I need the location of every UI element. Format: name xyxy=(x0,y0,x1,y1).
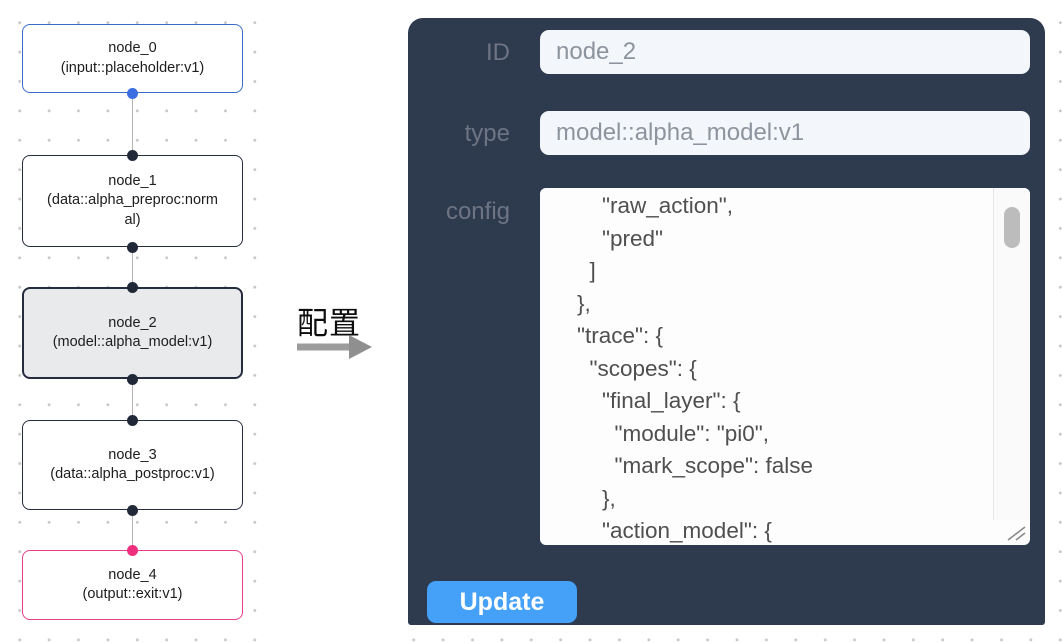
node-subtitle: (output::exit:v1) xyxy=(82,586,183,602)
node-subtitle: (data::alpha_preproc:normal) xyxy=(47,192,218,228)
config-json-text: "raw_action", "pred" ] }, "trace": { "sc… xyxy=(577,193,814,543)
handle-node1-target[interactable] xyxy=(127,149,138,161)
id-input[interactable] xyxy=(540,30,1030,74)
node-subtitle: (input::placeholder:v1) xyxy=(60,59,205,76)
config-scrollbar-thumb[interactable] xyxy=(1004,207,1020,248)
flow-node-node_1[interactable]: node_1 (data::alpha_preproc:normal) xyxy=(22,155,243,247)
update-button[interactable]: Update xyxy=(427,581,577,623)
flow-node-node_2-selected[interactable]: node_2 (model::alpha_model:v1) xyxy=(22,287,243,379)
edge-node3-node4 xyxy=(131,510,134,550)
node-subtitle: (data::alpha_postproc:v1) xyxy=(50,466,215,482)
flow-canvas[interactable]: node_0 (input::placeholder:v1) node_1 (d… xyxy=(0,0,281,643)
type-input[interactable] xyxy=(540,111,1030,155)
node-title: node_3 xyxy=(108,446,157,463)
handle-node4-target[interactable] xyxy=(127,544,138,556)
id-label: ID xyxy=(486,39,510,66)
handle-node1-source[interactable] xyxy=(127,241,138,253)
flow-node-node_4[interactable]: node_4 (output::exit:v1) xyxy=(22,550,243,620)
edge-node1-node2 xyxy=(131,247,134,287)
config-label: config xyxy=(445,198,510,225)
transfer-annotation-label: 配置 xyxy=(297,306,361,341)
panel-canvas: ID type config "raw_action", "pred" ] },… xyxy=(392,0,1062,643)
config-scrollbar-track[interactable] xyxy=(993,188,1030,520)
arrow-right-icon xyxy=(297,335,372,359)
flow-node-node_3[interactable]: node_3 (data::alpha_postproc:v1) xyxy=(22,420,243,510)
edge-node0-node1 xyxy=(131,93,134,155)
resize-handle-icon[interactable] xyxy=(1004,523,1028,543)
handle-node2-source[interactable] xyxy=(127,373,138,385)
handle-node3-target[interactable] xyxy=(127,414,138,426)
node-subtitle: (model::alpha_model:v1) xyxy=(52,334,213,350)
handle-node0-source[interactable] xyxy=(127,87,138,99)
config-panel: ID type config "raw_action", "pred" ] },… xyxy=(408,18,1045,625)
edge-node2-node3 xyxy=(131,379,134,420)
node-title: node_2 xyxy=(108,314,157,331)
handle-node3-source[interactable] xyxy=(127,504,138,516)
node-title: node_0 xyxy=(108,40,157,57)
node-title: node_4 xyxy=(108,566,157,583)
handle-node2-target[interactable] xyxy=(127,281,138,293)
type-label: type xyxy=(464,120,510,147)
node-title: node_1 xyxy=(108,173,157,190)
config-textarea[interactable]: "raw_action", "pred" ] }, "trace": { "sc… xyxy=(540,188,1030,545)
flow-node-node_0[interactable]: node_0 (input::placeholder:v1) xyxy=(22,24,243,93)
